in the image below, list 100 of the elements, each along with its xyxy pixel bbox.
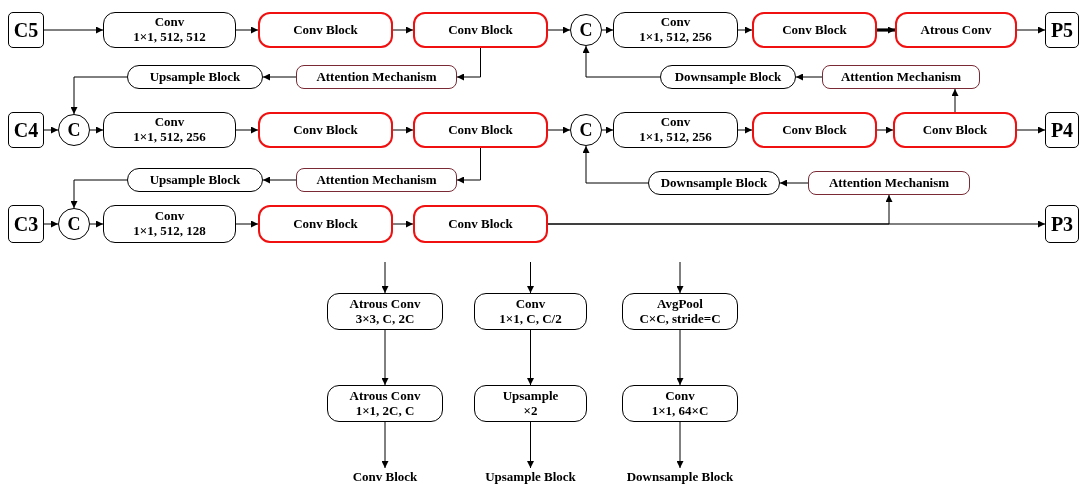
node-text: 1×1, 2C, C [355, 403, 415, 419]
process-box [660, 65, 796, 89]
process-box [648, 171, 780, 195]
arrow [951, 88, 959, 113]
node-text: P4 [1050, 118, 1074, 142]
concat-circle [570, 114, 602, 146]
process-box [822, 65, 980, 89]
node-text: 1×1, 512, 256 [639, 130, 712, 145]
arrow [601, 26, 614, 34]
arrow [582, 45, 661, 78]
node-text: 1×1, 512, 512 [133, 30, 206, 45]
process-box [622, 293, 738, 330]
node-text: ×2 [523, 403, 538, 419]
node-text: AvgPool [657, 296, 703, 312]
arrow [795, 73, 823, 81]
process-box [413, 12, 548, 48]
node-text: Downsample Block [660, 175, 768, 191]
process-box [808, 171, 970, 195]
process-box [752, 112, 877, 148]
node-text: C [579, 119, 593, 141]
node-text: Atrous Conv [920, 22, 992, 38]
feature-box [8, 12, 44, 48]
process-box [103, 112, 236, 148]
process-box [127, 65, 263, 89]
process-box [474, 293, 587, 330]
arrow [392, 26, 414, 34]
arrow [676, 421, 684, 469]
node-text: Conv [660, 115, 691, 130]
process-box [103, 12, 236, 48]
node-text: Downsample Block [674, 69, 782, 85]
arrow [582, 145, 649, 184]
arrow [262, 176, 297, 184]
node-text: Conv [154, 115, 185, 130]
feature-box [1045, 12, 1079, 48]
arrow [235, 26, 259, 34]
concat-circle [58, 208, 90, 240]
node-text: P3 [1050, 212, 1074, 236]
node-text: Conv Block [352, 469, 418, 485]
node-text: Upsample Block [149, 69, 241, 85]
arrow [89, 126, 104, 134]
node-text: Conv Block [448, 216, 513, 232]
arrow [89, 220, 104, 228]
node-text: Conv Block [782, 22, 847, 38]
feature-box [8, 112, 44, 148]
node-text: P5 [1050, 18, 1074, 42]
arrow [676, 261, 684, 294]
arrow [392, 126, 414, 134]
node-text: C4 [13, 118, 39, 142]
arrow [737, 26, 753, 34]
process-box [413, 112, 548, 148]
node-text: Upsample [502, 388, 559, 404]
process-box [327, 385, 443, 422]
node-text: C [67, 119, 81, 141]
arrow [547, 126, 571, 134]
node-text: Attention Mechanism [316, 69, 437, 85]
arrow [381, 261, 389, 294]
process-box [474, 385, 587, 422]
arrow [262, 73, 297, 81]
arrow [381, 421, 389, 469]
node-text: Conv [154, 15, 185, 30]
concat-circle [570, 14, 602, 46]
node-text: Conv [660, 15, 691, 30]
process-box [103, 205, 236, 243]
node-text: Atrous Conv [349, 388, 421, 404]
process-box [296, 168, 457, 192]
process-box [258, 205, 393, 243]
node-text: Conv [154, 209, 185, 224]
process-box [613, 112, 738, 148]
node-text: Conv Block [782, 122, 847, 138]
node-text: Atrous Conv [349, 296, 421, 312]
node-text: Upsample Block [149, 172, 241, 188]
arrow [70, 76, 128, 115]
node-text: Downsample Block [626, 469, 734, 485]
arrow [1016, 126, 1046, 134]
process-box [296, 65, 457, 89]
node-text: C5 [13, 18, 39, 42]
arrow [877, 26, 895, 34]
node-text: C [67, 213, 81, 235]
node-text: Attention Mechanism [840, 69, 962, 85]
arrow [235, 220, 259, 228]
node-text: Conv Block [448, 22, 513, 38]
process-box [895, 12, 1017, 48]
process-box [327, 293, 443, 330]
arrow [392, 220, 414, 228]
node-text: 1×1, 512, 256 [639, 30, 712, 45]
node-text: C [579, 19, 593, 41]
arrow [70, 179, 128, 209]
process-box [622, 385, 738, 422]
arrow [547, 220, 1046, 228]
arrow [43, 26, 104, 34]
feature-box [1045, 205, 1079, 243]
arrow [876, 126, 894, 134]
node-text: Conv Block [922, 122, 988, 138]
arrow [779, 179, 809, 187]
process-box [893, 112, 1017, 148]
node-text: Conv Block [448, 122, 513, 138]
arrow [676, 329, 684, 386]
node-text: C×C, stride=C [639, 311, 721, 327]
arrow [235, 126, 259, 134]
node-text: Upsample Block [485, 469, 576, 485]
